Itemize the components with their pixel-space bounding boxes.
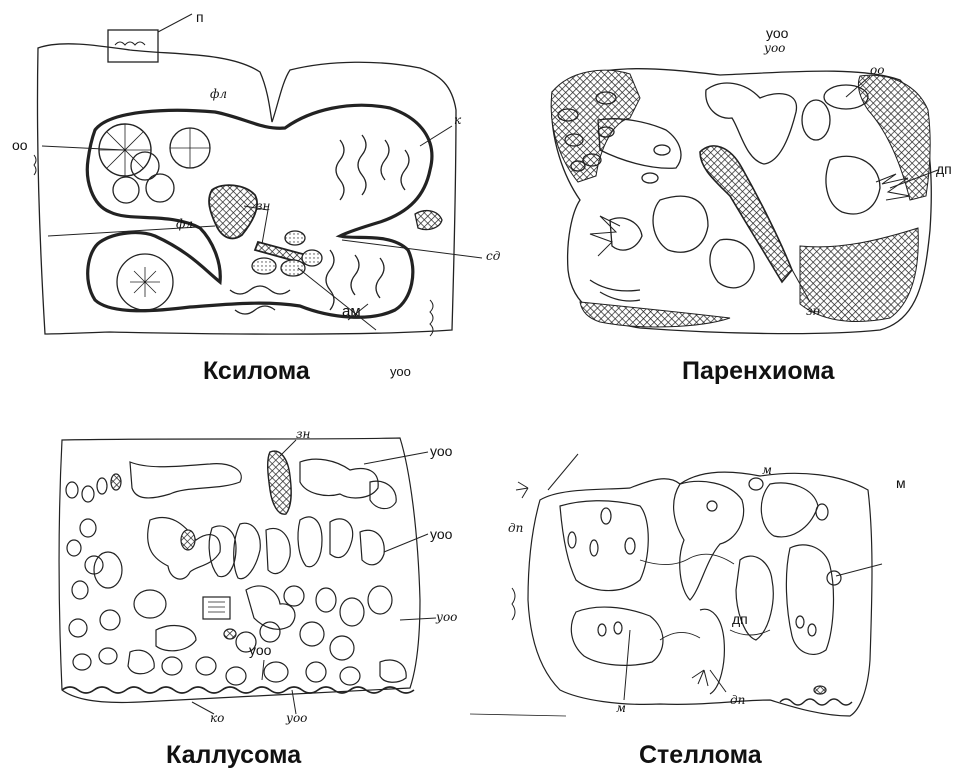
callusoma-title: Каллусома — [166, 741, 301, 770]
xyloma-label-zn: зн — [256, 200, 270, 212]
xyloma-drawing — [34, 14, 482, 336]
stelloma-label-dp-mid: дп — [732, 612, 748, 626]
parenchyoma-title: Паренхиома — [682, 357, 834, 386]
stelloma-label-dp-bottom: дп — [730, 694, 745, 706]
xyloma-label-am: ам — [342, 304, 361, 319]
stelloma-label-dp-left: дп — [508, 522, 523, 534]
stelloma-label-m-outer: м — [896, 476, 906, 490]
xyloma-label-fl-left: фл — [176, 218, 193, 230]
xyloma-inset-box — [108, 30, 158, 62]
parenchyoma-label-uoo: уоо — [766, 26, 788, 40]
xyloma-label-uoo: уоо — [390, 365, 411, 378]
xyloma-label-fl-top: фл — [210, 88, 227, 100]
callusoma-label-ko: ко — [210, 712, 224, 724]
xyloma-label-sd: сд — [486, 250, 500, 262]
callusoma-label-uoo-hand-right: уоо — [436, 611, 457, 623]
parenchyoma-label-uoo-hand: уоо — [764, 42, 785, 54]
xyloma-label-oo: оо — [12, 138, 28, 152]
callusoma-label-zn: зн — [296, 428, 310, 440]
stelloma-title: Стеллома — [639, 741, 762, 770]
xyloma-label-p: п — [196, 10, 204, 24]
parenchyoma-label-zn: зн — [806, 305, 820, 317]
callusoma-label-uoo-2: уоо — [430, 527, 452, 541]
xyloma-label-k: к — [454, 114, 461, 126]
parenchyoma-drawing — [551, 69, 938, 334]
stelloma-label-m-bottom: м — [616, 702, 626, 714]
parenchyoma-label-oo: оо — [870, 64, 884, 76]
parenchyoma-label-dp: дп — [936, 162, 952, 176]
stelloma-drawing — [470, 454, 882, 716]
callusoma-inset-box — [203, 597, 230, 619]
xyloma-title: Ксилома — [203, 357, 310, 386]
callusoma-drawing — [59, 438, 436, 714]
callusoma-label-uoo-hand-bottom: уоо — [286, 712, 307, 724]
stelloma-label-m-top: м — [762, 464, 772, 476]
callusoma-label-uoo-1: уоо — [430, 444, 452, 458]
callusoma-label-uoo-3: уоо — [249, 643, 271, 657]
